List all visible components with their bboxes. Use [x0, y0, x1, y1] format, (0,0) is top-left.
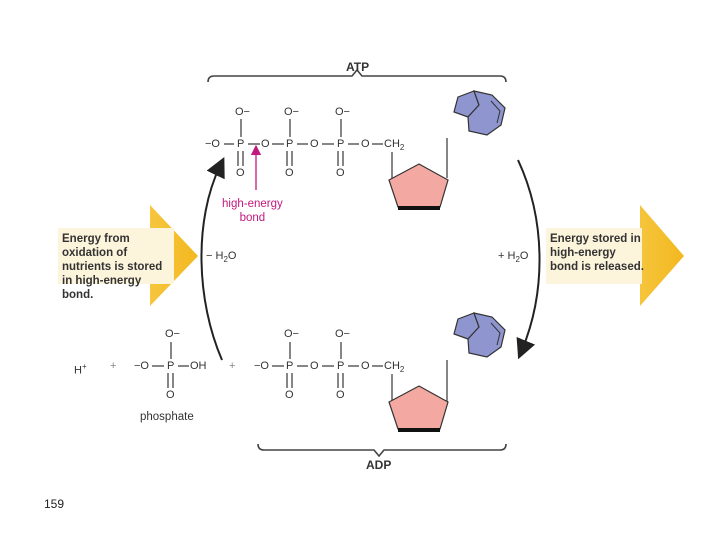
right-energy-note: Energy stored in high-energy bond is rel…	[550, 233, 644, 273]
adp-ch2: CH2	[384, 361, 404, 375]
h-plus-sup: +	[81, 362, 87, 371]
adp-title: ADP	[366, 458, 392, 472]
atp-p3: P	[337, 138, 345, 150]
adp-p1-o-bottom: O	[285, 389, 294, 401]
adp-p1: P	[286, 360, 294, 372]
atp-p1-o-bottom: O	[236, 167, 245, 179]
adp-p2-o-bottom: O	[336, 389, 345, 401]
atp-p1-o-top: O−	[235, 106, 250, 118]
phosphate-o-top: O−	[165, 328, 180, 340]
atp-ribose	[388, 163, 449, 210]
atp-bridge-o-2: O	[310, 138, 319, 150]
plus-water-end: O	[519, 250, 529, 262]
atp-ch2: CH2	[384, 139, 404, 153]
plus-sign-1: +	[110, 360, 117, 372]
plus-sign-2: +	[229, 360, 236, 372]
atp-p3-o-top: O−	[335, 106, 350, 118]
left-energy-note: Energy from oxidation of nutrients is st…	[62, 233, 163, 301]
adp-o-minus-left: −O	[254, 360, 269, 372]
adp-bridge-o-1: O	[310, 360, 319, 372]
plus-water-label: + H2O	[498, 251, 528, 265]
minus-water-sub: 2	[223, 255, 228, 265]
atp-o-minus-left: −O	[205, 138, 220, 150]
atp-p2-o-top: O−	[284, 106, 299, 118]
adp-bonds	[152, 342, 448, 402]
atp-p3-o-bottom: O	[336, 167, 345, 179]
synthesis-arrow	[200, 156, 225, 361]
adp-bridge-o-2: O	[361, 360, 370, 372]
adp-ribose	[388, 385, 449, 432]
phosphate-o-bottom: O	[166, 389, 175, 401]
atp-adenine	[453, 90, 506, 136]
minus-water-end: O	[227, 250, 237, 262]
high-energy-bond-label: high-energy bond	[222, 198, 283, 224]
adp-ch2-text: CH	[384, 360, 400, 372]
adp-ch2-sub: 2	[399, 365, 405, 375]
minus-water-label: − H2O	[206, 251, 236, 265]
phosphate-o-minus-left: −O	[134, 360, 149, 372]
plus-water-text: + H	[498, 250, 516, 262]
h-plus-text: H	[74, 364, 82, 377]
adp-bracket	[257, 443, 507, 458]
atp-bracket	[207, 68, 507, 83]
hydrolysis-arrow	[516, 159, 541, 360]
atp-bonds	[224, 119, 448, 178]
adp-p2-o-top: O−	[335, 328, 350, 340]
phosphate-oh: OH	[190, 360, 207, 372]
left-note-box	[58, 228, 174, 284]
page-number: 159	[44, 497, 65, 511]
adp-p2: P	[337, 360, 345, 372]
minus-water-text: − H	[206, 250, 224, 262]
atp-ch2-text: CH	[384, 138, 400, 150]
atp-bridge-o-1: O	[261, 138, 270, 150]
atp-title: ATP	[346, 60, 370, 74]
atp-p1: P	[237, 138, 245, 150]
phosphate-label: phosphate	[140, 411, 194, 423]
atp-ch2-sub: 2	[399, 143, 405, 153]
atp-bridge-o-3: O	[361, 138, 370, 150]
right-note-box	[546, 228, 642, 284]
h-plus: H+	[74, 361, 87, 377]
adp-adenine	[453, 312, 506, 358]
plus-water-sub: 2	[515, 255, 520, 265]
adp-p1-o-top: O−	[284, 328, 299, 340]
atp-p2-o-bottom: O	[285, 167, 294, 179]
atp-p2: P	[286, 138, 294, 150]
phosphate-p: P	[167, 360, 175, 372]
